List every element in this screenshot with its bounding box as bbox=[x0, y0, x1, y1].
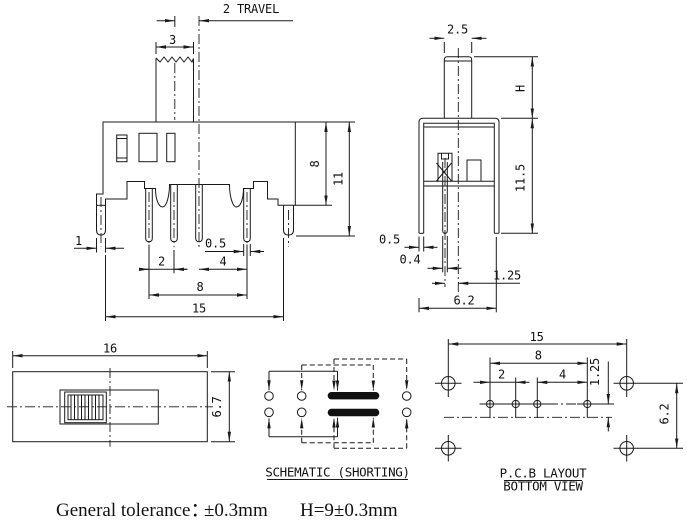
dim-pin-width-label: 0.5 bbox=[205, 237, 226, 251]
dim-pin-width: 0.5 bbox=[205, 237, 264, 256]
dim-travel: 2 TRAVEL bbox=[156, 2, 293, 27]
dim-knob-height-label: H bbox=[514, 85, 528, 92]
dim-top-width: 6.7 bbox=[210, 371, 235, 443]
dim-pin-span-label: 8 bbox=[196, 280, 203, 294]
side-body-inner bbox=[423, 122, 495, 234]
front-window-3 bbox=[166, 132, 176, 163]
dim-total-height: 11 bbox=[296, 122, 355, 237]
dim-pcb-pole-pitch-label: 4 bbox=[559, 368, 566, 382]
dim-pcb-mount-span: 15 bbox=[448, 330, 627, 346]
pcb-layout: 15 8 2 4 1.25 6.2 P.C.B LAYOUT BOTTOM V bbox=[435, 330, 683, 494]
dim-pin-thickness: 0.4 bbox=[399, 236, 462, 273]
dim-leg-thickness-label: 0.5 bbox=[379, 233, 400, 247]
dim-mount-span-label: 15 bbox=[192, 302, 206, 316]
side-post-left bbox=[437, 152, 453, 182]
dim-pcb-pin-pitch: 2 bbox=[473, 368, 530, 384]
front-window-1 bbox=[116, 134, 128, 163]
notes: General tolerance： ±0.3mm H=9±0.3mm bbox=[56, 500, 398, 521]
side-view: 2.5 H 11.5 0.5 0.4 bbox=[379, 23, 538, 313]
dim-pcb-pin-span: 8 bbox=[490, 349, 588, 365]
top-knob-ridges bbox=[70, 395, 100, 420]
dim-pin-thickness-label: 0.4 bbox=[399, 253, 420, 267]
top-view: 16 6.7 bbox=[7, 342, 235, 447]
schematic-contact bbox=[401, 407, 412, 418]
dim-pin-pitch: 2 bbox=[139, 244, 188, 299]
dim-pin-pitch-label: 2 bbox=[158, 255, 165, 269]
schematic-contact bbox=[296, 391, 307, 401]
dim-pin-offset: 1.25 bbox=[432, 269, 521, 285]
tolerance-value: ±0.3mm bbox=[204, 500, 268, 521]
dim-pcb-pin-span-label: 8 bbox=[535, 349, 542, 363]
dim-side-body-height: 11.5 bbox=[501, 118, 538, 234]
schematic-shorting-bar bbox=[327, 392, 380, 400]
side-post-right bbox=[466, 159, 482, 182]
schematic-contact bbox=[264, 407, 274, 418]
dim-body-depth: 6.2 bbox=[418, 237, 497, 313]
dim-side-body-height-label: 11.5 bbox=[514, 164, 528, 192]
dim-pcb-pin-offset-label: 1.25 bbox=[588, 358, 602, 386]
front-window-2 bbox=[138, 132, 158, 163]
dim-pcb-pole-pitch: 4 bbox=[537, 368, 588, 384]
dim-top-length: 16 bbox=[12, 342, 208, 368]
pcb-subtitle: BOTTOM VIEW bbox=[503, 479, 583, 494]
dim-top-length-label: 16 bbox=[103, 342, 117, 356]
dim-pcb-pin-offset: 1.25 bbox=[588, 358, 614, 432]
side-contact-spring bbox=[436, 162, 452, 182]
dim-shaft-width: 3 bbox=[155, 33, 194, 54]
dim-leg-width: 1 bbox=[74, 234, 124, 253]
front-shaft-break bbox=[155, 56, 194, 63]
h-note: H=9±0.3mm bbox=[300, 500, 398, 521]
dim-total-height-label: 11 bbox=[332, 172, 346, 186]
schematic-contact bbox=[296, 407, 307, 418]
dim-pcb-mount-span-label: 15 bbox=[530, 330, 544, 344]
dim-pin-span: 8 bbox=[149, 280, 247, 297]
dim-knob-height: H bbox=[474, 56, 538, 119]
front-view: 2 TRAVEL 3 8 11 1 bbox=[74, 2, 355, 321]
dim-top-width-label: 6.7 bbox=[210, 396, 224, 417]
dim-travel-label: 2 TRAVEL bbox=[223, 2, 279, 16]
top-knob-outer bbox=[64, 391, 107, 424]
side-body-outer bbox=[418, 117, 500, 234]
dim-body-height: 8 bbox=[295, 121, 355, 206]
dim-pole-pitch-label: 4 bbox=[219, 255, 226, 269]
dim-shaft-depth: 2.5 bbox=[429, 23, 487, 53]
schematic-title: SCHEMATIC (SHORTING) bbox=[265, 465, 410, 480]
front-shaft bbox=[155, 58, 194, 122]
dim-body-depth-label: 6.2 bbox=[453, 294, 474, 308]
dim-mount-span: 15 bbox=[105, 238, 284, 321]
tolerance-label: General tolerance： bbox=[56, 500, 210, 521]
dim-pole-pitch: 4 bbox=[199, 244, 248, 299]
dim-body-height-label: 8 bbox=[308, 160, 322, 167]
dim-pcb-mount-depth: 6.2 bbox=[658, 383, 679, 449]
pcb-title: P.C.B LAYOUT bbox=[500, 466, 587, 481]
dim-leg-thickness: 0.5 bbox=[379, 233, 438, 252]
dim-pin-offset-label: 1.25 bbox=[493, 269, 521, 283]
dim-pcb-mount-depth-label: 6.2 bbox=[658, 403, 672, 424]
schematic-shorting-bar bbox=[327, 408, 380, 417]
dim-shaft-depth-label: 2.5 bbox=[447, 23, 468, 37]
side-shaft bbox=[443, 56, 473, 119]
schematic-contact bbox=[264, 391, 274, 401]
schematic-contact bbox=[401, 391, 412, 401]
dim-pcb-pin-pitch-label: 2 bbox=[498, 368, 505, 382]
schematic: SCHEMATIC (SHORTING) bbox=[264, 358, 412, 480]
dim-leg-width-label: 1 bbox=[75, 234, 82, 248]
dim-shaft-width-label: 3 bbox=[169, 33, 176, 47]
